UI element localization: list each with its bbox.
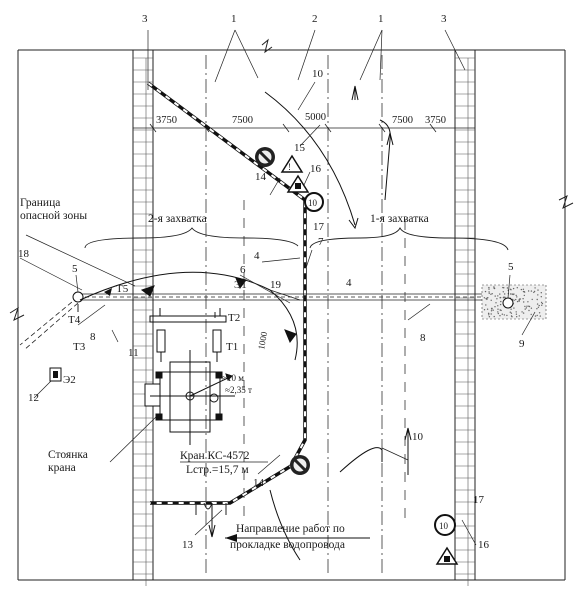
grip-braces: [84, 226, 509, 251]
callout-14-top: 14: [255, 171, 267, 183]
callout-8-left: 8: [90, 331, 96, 343]
point-t5: T5: [116, 283, 129, 295]
fence-gate: [195, 502, 227, 515]
well-right: [502, 297, 514, 309]
break-marks: [9, 38, 574, 321]
dim-7500-right: 7500: [392, 115, 413, 126]
point-e1: Э1: [234, 279, 247, 291]
callout-3-right: 3: [441, 13, 447, 25]
callout-4-left: 4: [254, 250, 260, 262]
svg-text:!: !: [288, 162, 291, 172]
sidewalk-right: [454, 49, 476, 586]
electric-box-e2: [49, 367, 62, 382]
callout-18: 18: [18, 248, 30, 260]
crane-boom: Lстр.=15,7 м: [186, 464, 249, 476]
callout-19: 19: [270, 279, 282, 291]
callout-13: 13: [182, 539, 194, 551]
callout-15: 15: [294, 142, 306, 154]
svg-text:10: 10: [308, 198, 318, 208]
danger-zone-label-2: опасной зоны: [20, 210, 87, 222]
crane-stand-2: крана: [48, 462, 76, 474]
well-left: [72, 291, 84, 303]
callout-2-top: 2: [312, 13, 318, 25]
crane-kc-4572: [144, 308, 235, 445]
no-entry-sign-bottom: [290, 455, 310, 475]
point-t3: T3: [73, 341, 86, 353]
direction-line-1: Направление работ по: [236, 523, 345, 535]
temporary-fence: [146, 81, 307, 505]
lane-lines: [205, 55, 383, 575]
callout-17-top: 17: [313, 221, 325, 233]
callout-5-left: 5: [72, 263, 78, 275]
callout-8-right: 8: [420, 332, 426, 344]
pipe-branch: [19, 296, 79, 351]
point-t2: T2: [228, 312, 240, 324]
lane-lines-dashed: [243, 200, 406, 520]
callout-10-top: 10: [312, 68, 324, 80]
crane-reach: ≈10 м: [222, 373, 244, 383]
callout-4-right: 4: [346, 277, 352, 289]
callout-5-right: 5: [508, 261, 514, 273]
speed-limit-sign-top: 10: [304, 192, 324, 212]
warning-sign-16-top: [286, 174, 310, 193]
callout-16-bottom: 16: [478, 539, 490, 551]
danger-zone-label-1: Граница: [20, 197, 60, 209]
direction-line-2: прокладке водопровода: [230, 539, 345, 551]
dim-3750-right: 3750: [425, 115, 446, 126]
callout-7: 7: [318, 236, 324, 248]
callout-12: 12: [28, 392, 39, 404]
callout-1-top: 1: [231, 13, 237, 25]
callout-14-bottom: 14: [253, 477, 265, 489]
grip-1-label: 1-я захватка: [370, 213, 429, 225]
callout-11: 11: [128, 347, 139, 359]
callout-3-left: 3: [142, 13, 148, 25]
leader-lines: [19, 29, 536, 546]
point-t1: T1: [226, 341, 238, 353]
no-entry-sign-top: [255, 147, 275, 167]
crane-name: Кран КС-4572: [180, 450, 250, 462]
work-direction-arrow: [225, 534, 370, 542]
soil-area: [481, 284, 547, 320]
danger-markers: [104, 288, 112, 296]
callout-10-bottom: 10: [412, 431, 424, 443]
callout-9: 9: [519, 338, 525, 350]
dim-5000: 5000: [305, 112, 326, 123]
survey-markers: [77, 304, 216, 318]
warning-sign-16-bottom: [435, 546, 459, 565]
point-e2: Э2: [63, 374, 76, 386]
speed-limit-sign-bottom: 10: [434, 514, 456, 536]
callout-1-top-right: 1: [378, 13, 384, 25]
crane-load: ≈2,35 т: [225, 385, 252, 395]
warning-sign-15: !: [280, 154, 304, 173]
radius-label: 1000: [256, 330, 269, 350]
svg-text:10: 10: [439, 521, 449, 531]
grip-2-label: 2-я захватка: [148, 213, 207, 225]
callout-16-top: 16: [310, 163, 322, 175]
point-t4: T4: [68, 314, 81, 326]
callout-6: 6: [240, 264, 246, 276]
dim-7500-left: 7500: [232, 115, 253, 126]
dim-3750-left: 3750: [156, 115, 177, 126]
callout-17-bottom: 17: [473, 494, 485, 506]
crane-stand-1: Стоянка: [48, 449, 88, 461]
sidewalk-left: [132, 49, 154, 586]
